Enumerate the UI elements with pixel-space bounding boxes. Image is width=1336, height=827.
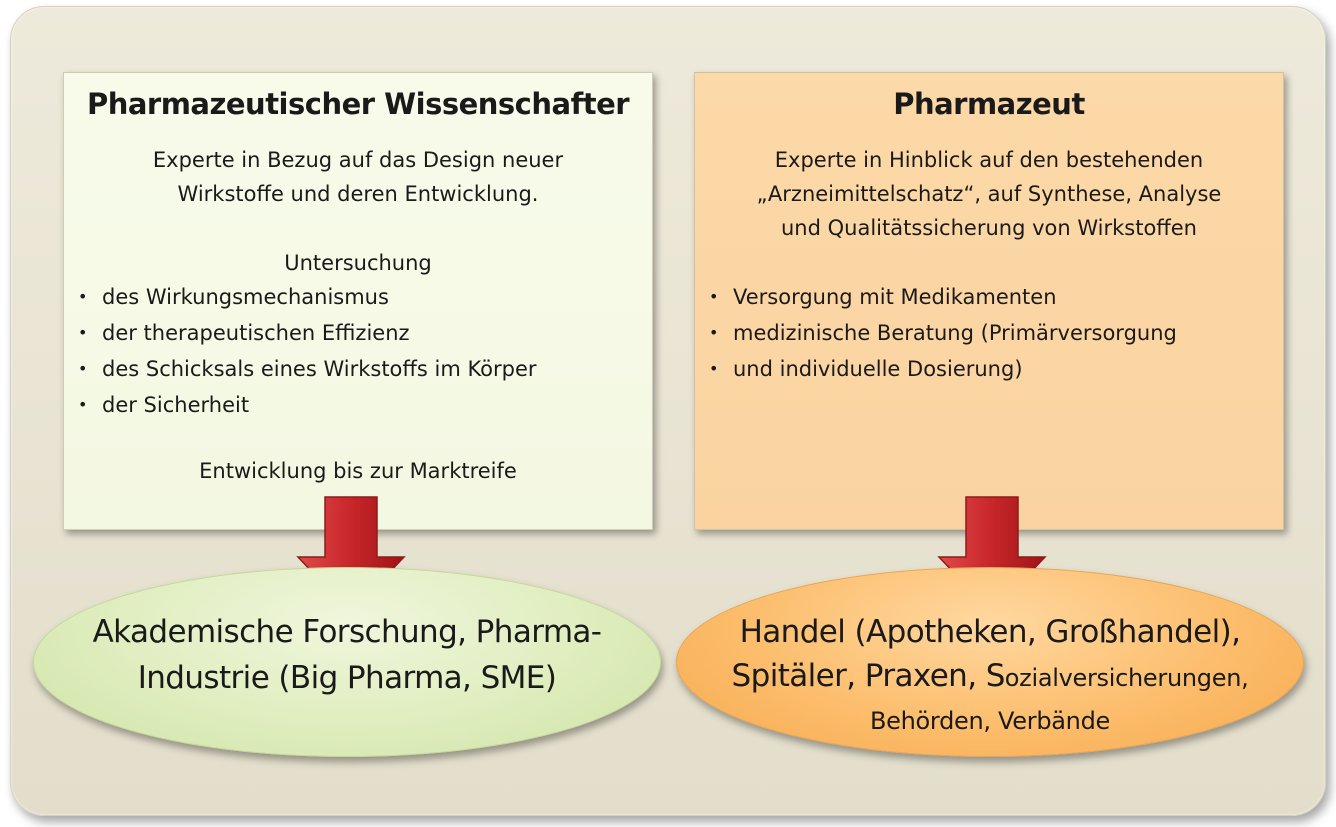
scientist-section-heading: Untersuchung [284, 251, 432, 275]
pharmacist-intro-line-2: „Arzneimittelschatz“, auf Synthese, Anal… [756, 182, 1222, 206]
pharmacist-bullet-continuation: und individuelle Dosierung) [709, 351, 1177, 387]
panel-title-pharmacist: Pharmazeut [893, 87, 1085, 121]
pharmacist-bullet-list: Versorgung mit Medikamenten medizinische… [709, 279, 1177, 387]
scientist-bullet-item: der Sicherheit [78, 387, 537, 423]
panel-pharmacist: Pharmazeut Experte in Hinblick auf den b… [694, 72, 1284, 530]
research-outcome-line-2: Industrie (Big Pharma, SME) [137, 660, 557, 696]
outcome-ellipse-research: Akademische Forschung, Pharma- Industrie… [33, 567, 661, 757]
scientist-bullet-item: des Wirkungsmechanismus [78, 279, 537, 315]
panel-title-scientist: Pharmazeutischer Wissenschafter [86, 87, 630, 121]
panel-pharmaceutical-scientist: Pharmazeutischer Wissenschafter Experte … [63, 72, 653, 530]
research-outcome-line-1: Akademische Forschung, Pharma- [92, 614, 602, 650]
pharmacist-bullet-item: Versorgung mit Medikamenten [709, 279, 1177, 315]
trade-outcome-line-2: Spitäler, Praxen, Sozialversicherungen, [731, 658, 1249, 694]
trade-outcome-line-3: Behörden, Verbände [870, 707, 1110, 735]
scientist-bullet-list: des Wirkungsmechanismus der therapeutisc… [78, 279, 537, 423]
scientist-bullet-item: der therapeutischen Effizienz [78, 315, 537, 351]
scientist-bullet-item: des Schicksals eines Wirkstoffs im Körpe… [78, 351, 537, 387]
scientist-intro-line-2: Wirkstoffe und deren Entwicklung. [177, 182, 539, 206]
pharmacist-intro-line-1: Experte in Hinblick auf den bestehenden [774, 148, 1204, 172]
pharmacist-intro-line-3: und Qualitätssicherung von Wirkstoffen [780, 216, 1197, 240]
scientist-intro-line-1: Experte in Bezug auf das Design neuer [152, 148, 564, 172]
scientist-footer: Entwicklung bis zur Marktreife [199, 459, 517, 483]
outcome-ellipse-trade: Handel (Apotheken, Großhandel), Spitäler… [676, 567, 1304, 757]
trade-outcome-line-1: Handel (Apotheken, Großhandel), [739, 614, 1241, 650]
pharmacist-bullet-item: medizinische Beratung (Primärversorgung [709, 315, 1177, 351]
